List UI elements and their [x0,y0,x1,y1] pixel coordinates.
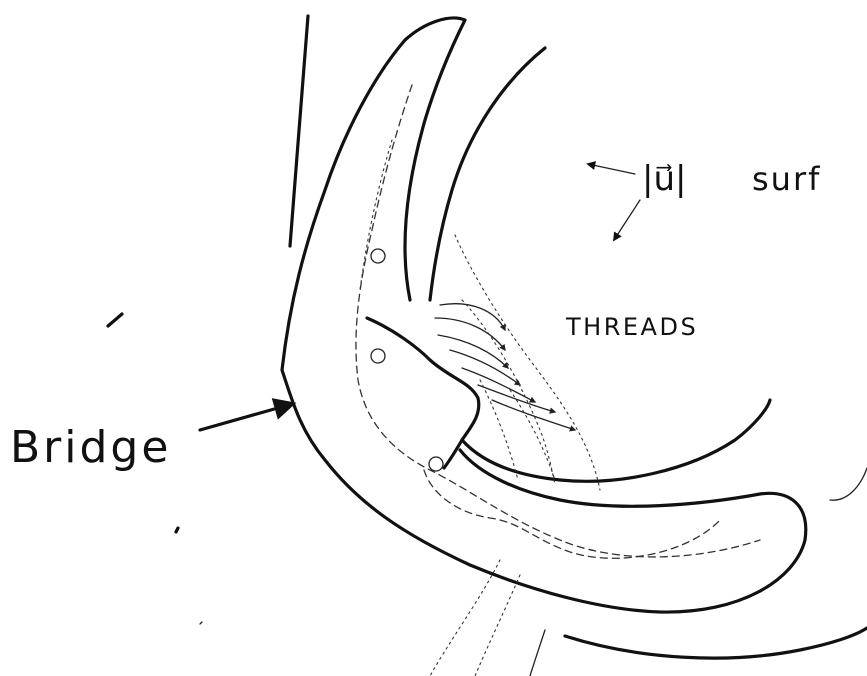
lower-stream-line [530,630,545,676]
velocity-magnitude-label: |u⃗| [642,159,686,199]
stray-mark [200,622,202,624]
threads-label: THREADS [565,313,698,341]
lower-stream-line [475,575,520,676]
right-edge-arc [830,468,867,500]
bubble [371,249,385,263]
left-surface-line [290,16,308,246]
surface-label-fragment: surf [752,160,821,198]
bridge-arrow [200,404,292,430]
hairpin-inner-arm [430,48,545,300]
velocity-arrow-down [614,200,640,240]
bubble [371,349,385,363]
bubble [429,457,443,471]
stray-mark [176,528,178,532]
lower-arm-inner-edge [462,400,770,481]
hairpin-outer-contour [282,18,806,612]
velocity-arrow-left [588,164,635,174]
lower-stream-line [430,560,500,676]
bridge-label: Bridge [10,422,171,473]
stray-mark [108,314,122,326]
bottom-arc [565,628,867,658]
